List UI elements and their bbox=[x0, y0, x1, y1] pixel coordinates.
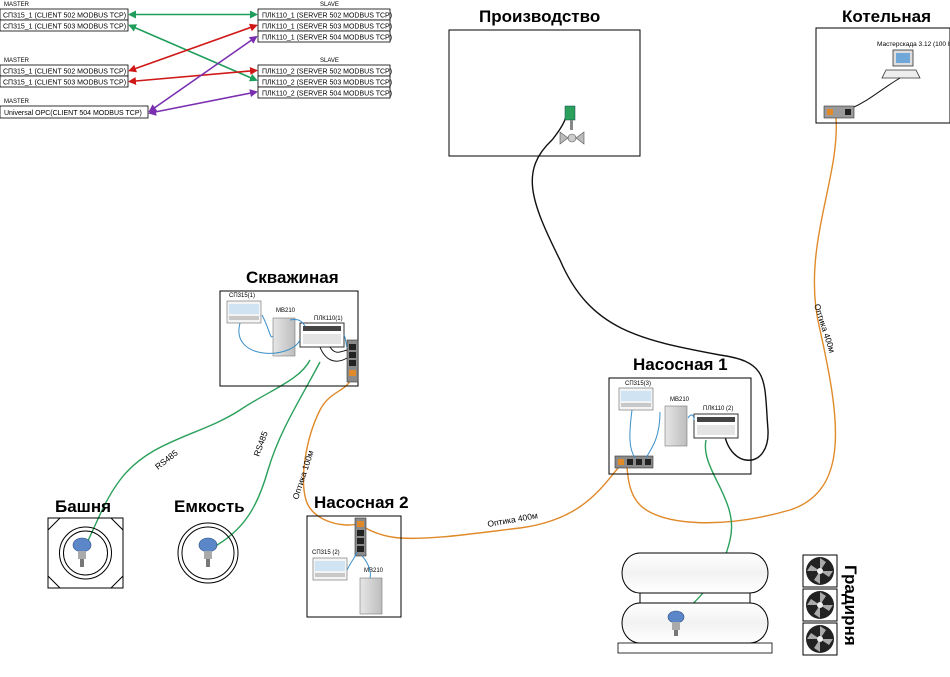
slave-label-2-1: ПЛК110_2 (SERVER 502 MODBUS TCP) bbox=[262, 69, 392, 76]
plc-icon[interactable] bbox=[299, 322, 345, 348]
panel-icon[interactable] bbox=[618, 387, 654, 411]
cable-rs485-tower bbox=[85, 359, 311, 546]
slave-label-1-3: ПЛК110_1 (SERVER 504 MODBUS TCP) bbox=[262, 35, 392, 42]
site-box-well bbox=[219, 290, 359, 387]
io-module-icon[interactable] bbox=[664, 405, 688, 447]
fan-icon[interactable] bbox=[802, 588, 838, 622]
level-sensor-icon[interactable] bbox=[72, 537, 92, 567]
well-sp-label: СП315(1) bbox=[229, 293, 255, 299]
cable-rs485-tank bbox=[211, 361, 321, 549]
level-sensor-icon[interactable] bbox=[198, 537, 218, 567]
site-boiler: Котельная Мастерскада 3.12 (100 I bbox=[815, 7, 950, 124]
site-tower: Башня bbox=[47, 497, 124, 589]
slave-label-1-1: ПЛК110_1 (SERVER 502 MODBUS TCP) bbox=[262, 13, 392, 20]
link-arrow-red-2 bbox=[128, 67, 258, 85]
site-title-tank: Емкость bbox=[174, 497, 245, 516]
io-module-icon[interactable] bbox=[272, 317, 296, 357]
site-title-pump2: Насосная 2 bbox=[314, 493, 409, 512]
tank-outline bbox=[177, 522, 239, 584]
well-mv-label: МВ210 bbox=[276, 308, 296, 314]
cable-green-cooling bbox=[675, 439, 733, 619]
cable-black-production bbox=[531, 115, 769, 461]
valve-icon[interactable] bbox=[559, 105, 585, 145]
cables bbox=[85, 115, 837, 619]
fan-icon[interactable] bbox=[802, 554, 838, 588]
slave-header-2: SLAVE bbox=[320, 58, 339, 64]
cable-label-rs485-b: RS485 bbox=[251, 430, 269, 458]
site-title-tower: Башня bbox=[55, 497, 111, 516]
site-title-boiler: Котельная bbox=[842, 7, 931, 26]
well-switch-icon[interactable] bbox=[346, 339, 359, 383]
cable-label-optic-400-b: Оптика 400м bbox=[812, 303, 837, 355]
site-pump1: Насосная 1 СП315(3) МВ210 ПЛК110 (2) bbox=[608, 355, 752, 475]
master-header-1: MASTER bbox=[4, 2, 30, 8]
site-title-well: Скважиная bbox=[246, 268, 339, 287]
master-cell-1-2[interactable] bbox=[0, 19, 129, 32]
site-box-boiler bbox=[815, 27, 950, 124]
site-tank: Емкость bbox=[174, 497, 245, 584]
site-box-production bbox=[448, 29, 641, 157]
pump1-mv-label: МВ210 bbox=[670, 397, 690, 403]
cable-orange-well-pump2 bbox=[302, 375, 359, 526]
site-box-pump2 bbox=[306, 515, 402, 618]
master-cell-3-1[interactable] bbox=[0, 105, 149, 119]
slave-label-1-2: ПЛК110_1 (SERVER 503 MODBUS TCP) bbox=[262, 24, 392, 31]
master-label-1-2: СП315_1 (CLIENT 503 MODBUS TCP) bbox=[3, 24, 126, 31]
master-header-2: MASTER bbox=[4, 58, 30, 64]
slave-cell-2-3[interactable] bbox=[257, 86, 391, 99]
pump1-switch-icon[interactable] bbox=[614, 455, 654, 469]
slave-cell-1-3[interactable] bbox=[257, 30, 391, 43]
site-box-pump1 bbox=[608, 377, 752, 475]
tank-upper bbox=[621, 552, 769, 594]
master-cell-2-2[interactable] bbox=[0, 75, 129, 88]
pump1-sp-label: СП315(3) bbox=[625, 381, 651, 387]
cable-label-rs485-a: RS485 bbox=[153, 448, 180, 472]
panel-icon[interactable] bbox=[312, 557, 348, 581]
pump1-plc-label: ПЛК110 (2) bbox=[703, 406, 733, 412]
cable-orange-boiler bbox=[626, 117, 837, 524]
well-plc-label: ПЛК110(1) bbox=[314, 316, 343, 322]
site-title-production: Производство bbox=[479, 7, 600, 26]
pump2-sp-label: СП315 (2) bbox=[312, 550, 340, 556]
link-arrow-purple-1 bbox=[148, 35, 258, 113]
cable-orange-pump1-pump2 bbox=[363, 467, 619, 540]
site-title-cooling: Градирня bbox=[841, 565, 860, 646]
master-label-2-2: СП315_1 (CLIENT 503 MODBUS TCP) bbox=[3, 80, 126, 87]
panel-icon[interactable] bbox=[226, 300, 262, 324]
master-label-1-1: СП315_1 (CLIENT 502 MODBUS TCP) bbox=[3, 13, 126, 20]
site-cooling: Градирня bbox=[802, 554, 860, 656]
fan-icon[interactable] bbox=[802, 622, 838, 656]
slave-label-2-2: ПЛК110_2 (SERVER 503 MODBUS TCP) bbox=[262, 80, 392, 87]
master-label-3-1: Universal OPC(CLIENT 504 MODBUS TCP) bbox=[4, 110, 142, 117]
cable-label-optic-100: Оптика 100м bbox=[290, 449, 315, 501]
io-module-icon[interactable] bbox=[359, 577, 383, 615]
pump2-switch-icon[interactable] bbox=[354, 517, 367, 557]
slave-header-1: SLAVE bbox=[320, 2, 339, 8]
link-arrow-purple-2 bbox=[148, 89, 258, 116]
plc-icon[interactable] bbox=[693, 413, 739, 439]
slave-label-2-3: ПЛК110_2 (SERVER 504 MODBUS TCP) bbox=[262, 91, 392, 98]
master-label-2-1: СП315_1 (CLIENT 502 MODBUS TCP) bbox=[3, 69, 126, 76]
master-slave-table: MASTER СП315_1 (CLIENT 502 MODBUS TCP) С… bbox=[0, 2, 392, 119]
boiler-switch-icon[interactable] bbox=[823, 105, 855, 119]
link-arrow-red-1 bbox=[128, 23, 258, 73]
computer-icon[interactable] bbox=[881, 49, 921, 79]
site-well: Скважиная СП315(1) МВ210 ПЛК110(1) bbox=[219, 268, 359, 387]
cooling-tanks bbox=[617, 552, 773, 654]
tank-lower bbox=[621, 602, 769, 644]
site-production: Производство bbox=[448, 7, 641, 157]
pump2-mv-label: МВ210 bbox=[364, 568, 384, 574]
site-title-pump1: Насосная 1 bbox=[633, 355, 728, 374]
master-header-3: MASTER bbox=[4, 99, 30, 105]
site-pump2: Насосная 2 СП315 (2) МВ210 bbox=[306, 493, 409, 618]
level-sensor-icon[interactable] bbox=[667, 610, 685, 636]
boiler-pc-label: Мастерскада 3.12 (100 I bbox=[877, 41, 950, 48]
